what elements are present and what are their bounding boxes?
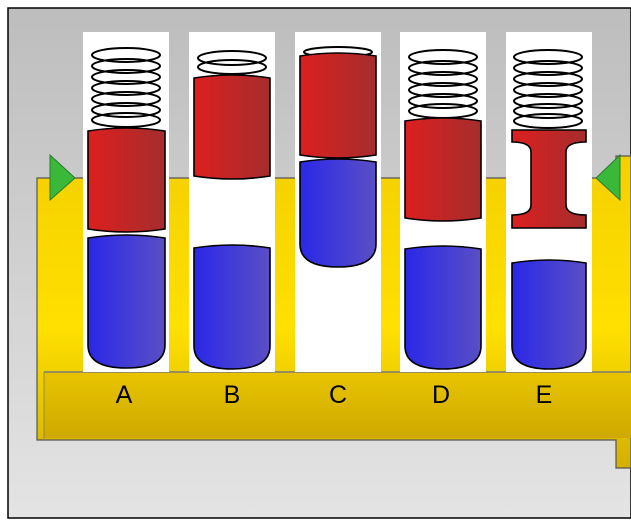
pin-stack-a <box>87 47 166 369</box>
key-pin-b <box>193 244 271 370</box>
pin-stack-b <box>193 50 271 370</box>
pin-stack-d <box>404 49 482 370</box>
pin-stack-c <box>299 46 377 268</box>
triangle-left-icon <box>595 153 621 202</box>
driver-pin-d <box>404 117 482 222</box>
spring-d <box>408 49 478 119</box>
pin-label-a: A <box>115 381 133 409</box>
driver-pin-b <box>193 74 271 180</box>
spring-a <box>91 47 161 128</box>
spring-e <box>513 49 583 129</box>
key-pin-a <box>87 234 166 369</box>
spool-driver-pin-e <box>511 129 587 229</box>
driver-pin-a <box>87 127 166 233</box>
pin-label-b: B <box>223 381 241 409</box>
key-pin-e <box>511 259 587 370</box>
spring-b <box>197 50 267 75</box>
triangle-right-icon <box>49 153 76 202</box>
key-pin-d <box>404 245 482 370</box>
pin-label-c: C <box>328 381 348 409</box>
pin-label-e: E <box>535 381 553 409</box>
pin-label-d: D <box>431 381 451 409</box>
pin-stack-e <box>511 49 587 370</box>
key-pin-c <box>299 158 377 268</box>
keyway <box>44 372 631 438</box>
driver-pin-c <box>299 52 377 159</box>
